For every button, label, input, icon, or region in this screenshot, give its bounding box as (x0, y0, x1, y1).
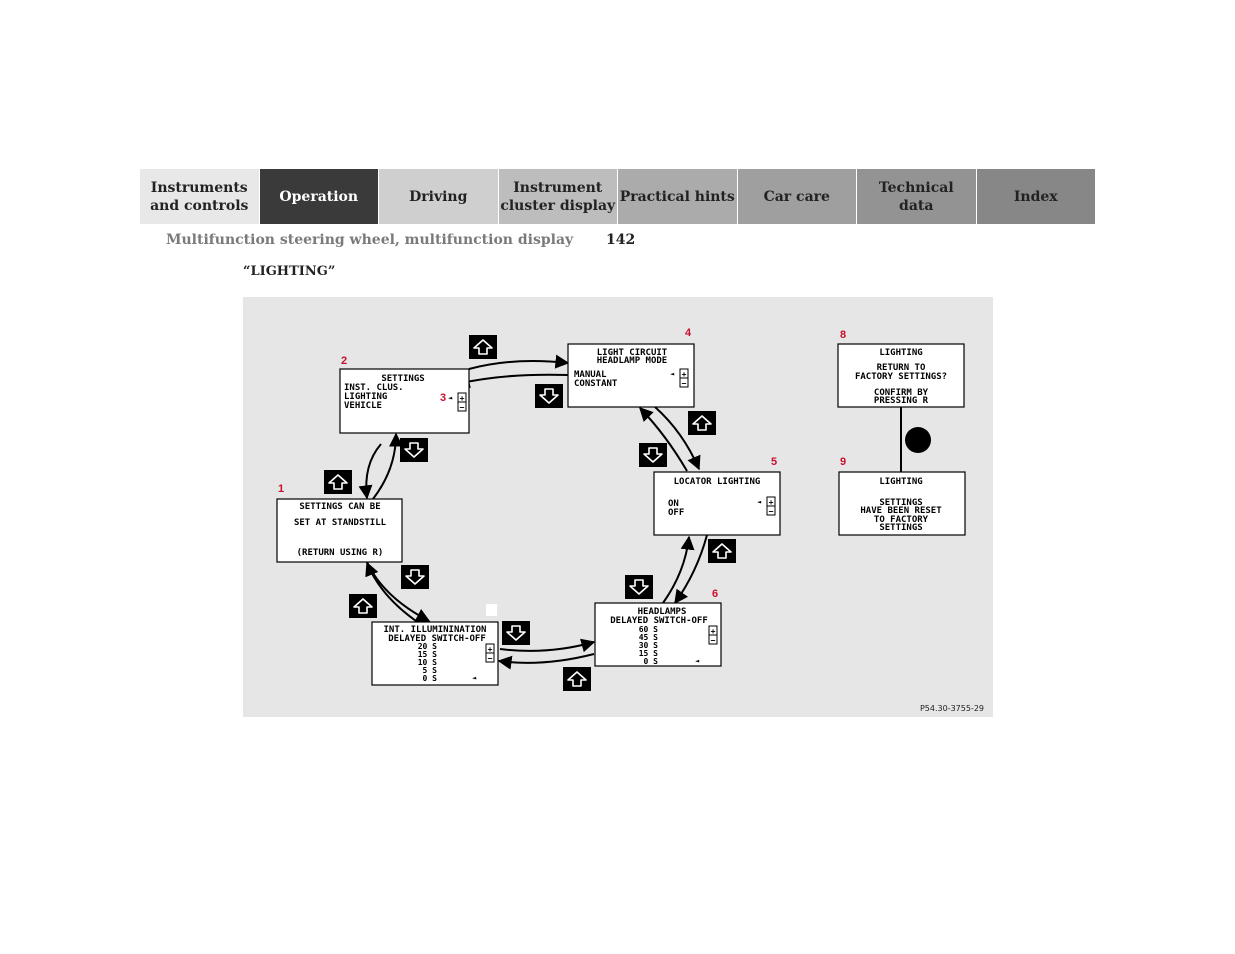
callout-markers: 2 4 1 5 6 8 9 (278, 327, 846, 600)
screen-light-circuit: LIGHT CIRCUIT HEADLAMP MODE MANUAL CONST… (567, 343, 695, 408)
up-button-icon (348, 593, 378, 619)
screen-text-line: SET AT STANDSTILL (294, 518, 387, 528)
value-option: 15 S (639, 649, 658, 658)
screen-title: LIGHT CIRCUIT (597, 348, 668, 358)
screen-title: LIGHTING (879, 477, 922, 487)
value-option: 30 S (639, 641, 658, 650)
minus-icon: − (769, 507, 774, 516)
up-button-icon (687, 410, 717, 436)
up-button-icon (562, 666, 592, 692)
down-button-icon (501, 620, 531, 646)
screen-text-line: SETTINGS CAN BE (299, 502, 380, 512)
menu-item-lighting: LIGHTING (344, 392, 387, 402)
option-manual: MANUAL (574, 370, 607, 380)
option-off: OFF (668, 508, 684, 518)
down-button-icon (399, 437, 429, 463)
tab-car-care[interactable]: Car care (737, 169, 857, 224)
selector-icon: ◄ (695, 657, 700, 665)
marker-2: 2 (341, 355, 347, 367)
screen-int-illumination: INT. ILLUMININATION DELAYED SWITCH-OFF 2… (371, 621, 499, 686)
marker-5: 5 (771, 456, 777, 468)
plus-icon: + (460, 394, 465, 403)
screen-text-line: (RETURN USING R) (297, 548, 384, 558)
lighting-menu-diagram: 2 4 1 5 6 8 9 SETTINGS INST. CLUS. LIGHT… (243, 297, 993, 717)
blank-marker (486, 604, 497, 616)
screen-title: LIGHTING (879, 348, 922, 358)
screen-settings-standstill: SETTINGS CAN BE SET AT STANDSTILL (RETUR… (276, 498, 403, 563)
screen-subtitle: HEADLAMP MODE (597, 356, 667, 366)
minus-icon: − (711, 636, 716, 645)
tab-index[interactable]: Index (976, 169, 1095, 224)
menu-flow-arrows (358, 354, 708, 670)
tab-operation[interactable]: Operation (259, 169, 379, 224)
screen-subtitle: DELAYED SWITCH-OFF (388, 634, 486, 644)
section-title: Multifunction steering wheel, multifunct… (166, 232, 574, 248)
tab-instrument-cluster-display[interactable]: Instrument cluster display (498, 169, 618, 224)
marker-6: 6 (712, 588, 718, 600)
option-on: ON (668, 499, 679, 509)
marker-3: 3 (440, 392, 446, 404)
screen-text-line: PRESSING R (874, 396, 929, 406)
screen-headlamps-delayed: HEADLAMPS DELAYED SWITCH-OFF 60 S 45 S 3… (594, 602, 722, 667)
screen-return-factory-settings: LIGHTING RETURN TO FACTORY SETTINGS? CON… (837, 343, 965, 408)
menu-item-inst-clus: INST. CLUS. (344, 383, 404, 393)
down-button-icon (624, 574, 654, 600)
chapter-nav: Instruments and controls Operation Drivi… (140, 169, 1095, 224)
figure-reference: P54.30-3755-29 (919, 704, 984, 713)
up-button-icon (323, 469, 353, 495)
value-option: 15 S (418, 650, 437, 659)
screen-title: HEADLAMPS (638, 607, 687, 617)
value-option: 60 S (639, 625, 658, 634)
up-button-icon (468, 334, 498, 360)
plus-icon: + (488, 645, 493, 654)
screen-text-line: HAVE BEEN RESET (860, 506, 942, 516)
screen-subtitle: DELAYED SWITCH-OFF (610, 616, 708, 626)
minus-icon: − (488, 654, 493, 663)
minus-icon: − (460, 403, 465, 412)
lighting-heading: “LIGHTING” (243, 264, 336, 279)
plus-icon: + (769, 498, 774, 507)
screen-title: SETTINGS (381, 374, 424, 384)
value-option: 45 S (639, 633, 658, 642)
down-button-icon (400, 564, 430, 590)
tab-instruments-and-controls[interactable]: Instruments and controls (140, 169, 260, 224)
screen-text-line: TO FACTORY (874, 515, 929, 525)
value-option: 20 S (418, 642, 437, 651)
value-option: 10 S (418, 658, 437, 667)
tab-practical-hints[interactable]: Practical hints (618, 169, 738, 224)
marker-1: 1 (278, 483, 284, 495)
value-option: 0 S (423, 674, 438, 683)
screen-text-line: FACTORY SETTINGS? (855, 372, 947, 382)
r-button-icon (905, 427, 931, 453)
value-option: 5 S (423, 666, 438, 675)
screen-text-line: CONFIRM BY (874, 388, 929, 398)
down-button-icon (638, 442, 668, 468)
selector-icon: ◄ (448, 394, 453, 402)
screen-text-line: SETTINGS (879, 523, 922, 533)
plus-icon: + (682, 370, 687, 379)
screen-text-line: RETURN TO (877, 363, 926, 373)
tab-technical-data[interactable]: Technical data (857, 169, 977, 224)
selector-icon: ◄ (670, 370, 675, 378)
selector-icon: ◄ (472, 674, 477, 682)
screen-settings-reset: LIGHTING SETTINGS HAVE BEEN RESET TO FAC… (838, 471, 966, 536)
screen-locator-lighting: LOCATOR LIGHTING ON OFF ◄ + − (653, 471, 781, 536)
up-button-icon (707, 538, 737, 564)
screen-text-line: SETTINGS (879, 498, 922, 508)
screen-title: INT. ILLUMININATION (384, 625, 487, 635)
menu-item-vehicle: VEHICLE (344, 401, 382, 411)
tab-driving[interactable]: Driving (379, 169, 499, 224)
marker-8: 8 (840, 329, 846, 341)
screen-title: LOCATOR LIGHTING (674, 477, 761, 487)
value-option: 0 S (644, 657, 659, 666)
selector-icon: ◄ (757, 498, 762, 506)
option-constant: CONSTANT (574, 379, 618, 389)
down-button-icon (534, 383, 564, 409)
marker-4: 4 (685, 327, 692, 339)
minus-icon: − (682, 379, 687, 388)
page-number: 142 (606, 232, 636, 248)
plus-icon: + (711, 627, 716, 636)
marker-9: 9 (840, 456, 846, 468)
screen-settings: SETTINGS INST. CLUS. LIGHTING VEHICLE 3 … (339, 368, 470, 434)
